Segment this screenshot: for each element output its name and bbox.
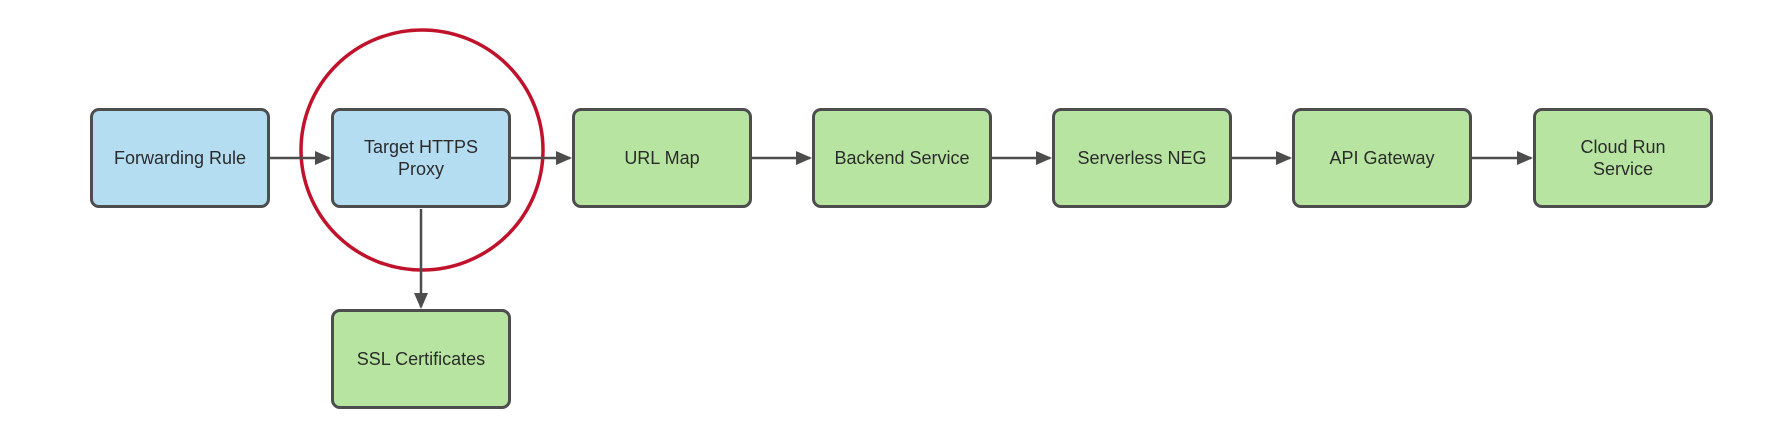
node-label: Target HTTPS Proxy	[363, 136, 479, 180]
node-ssl-certificates: SSL Certificates	[331, 309, 511, 409]
node-label: Forwarding Rule	[113, 147, 247, 168]
node-label: Serverless NEG	[1077, 147, 1207, 168]
node-cloud-run-service: Cloud Run Service	[1533, 108, 1713, 208]
node-label: Backend Service	[834, 147, 970, 168]
node-serverless-neg: Serverless NEG	[1052, 108, 1232, 208]
node-forwarding-rule: Forwarding Rule	[90, 108, 270, 208]
node-label: API Gateway	[1329, 147, 1435, 168]
node-target-https-proxy: Target HTTPS Proxy	[331, 108, 511, 208]
node-backend-service: Backend Service	[812, 108, 992, 208]
node-label: URL Map	[624, 147, 700, 168]
node-label: SSL Certificates	[356, 348, 486, 369]
node-label: Cloud Run Service	[1580, 136, 1666, 180]
node-url-map: URL Map	[572, 108, 752, 208]
node-api-gateway: API Gateway	[1292, 108, 1472, 208]
